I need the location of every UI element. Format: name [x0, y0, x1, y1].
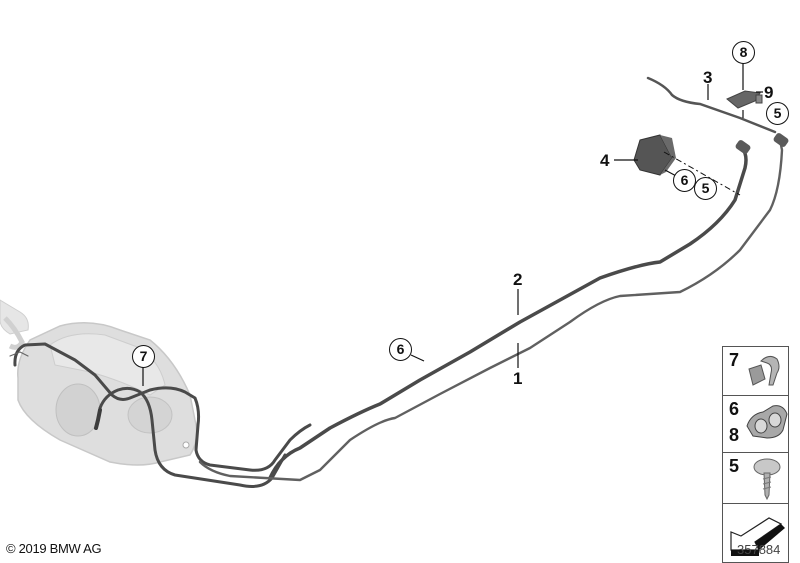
circled-callout-6-line: 6: [389, 338, 412, 361]
leader-lines: [142, 84, 763, 386]
legend-number: 5: [729, 456, 740, 476]
circled-callout-7: 7: [132, 345, 155, 368]
callout-9: 9: [764, 83, 774, 102]
circled-callout-5-top: 5: [766, 102, 789, 125]
direction-arrow-icon: [730, 517, 785, 556]
callout-1: 1: [513, 369, 523, 388]
parts-legend: 7 6 8 5: [722, 346, 789, 563]
pipe-clip-icon: [748, 355, 780, 386]
fuel-line-2: [268, 146, 748, 480]
legend-number: 7: [729, 350, 740, 370]
callout-2: 2: [513, 270, 523, 289]
bracket-9: [726, 63, 763, 118]
screw-icon: [753, 458, 781, 501]
legend-item-screw: 5: [722, 452, 789, 503]
holder-4: [633, 134, 741, 196]
tank-hoses: [9, 342, 312, 488]
fuel-line-1: [198, 138, 784, 482]
vent-line-3: [646, 76, 777, 134]
legend-item-double-clip: 6 8: [722, 395, 789, 452]
filler-neck: [0, 299, 29, 350]
legend-item-direction: [722, 503, 789, 563]
circled-callout-5-bracket: 5: [694, 177, 717, 200]
line-connectors: [735, 133, 789, 154]
copyright-text: © 2019 BMW AG: [6, 541, 102, 556]
callout-4: 4: [600, 151, 610, 170]
circled-callout-8: 8: [732, 41, 755, 64]
legend-number: 6: [729, 399, 740, 419]
drawing-number: 357884: [737, 542, 781, 557]
double-clip-icon: [746, 405, 788, 439]
circled-callout-6-bracket: 6: [673, 169, 696, 192]
legend-item-clip: 7: [722, 346, 789, 395]
callout-3: 3: [703, 68, 713, 87]
legend-number: 8: [729, 425, 740, 445]
